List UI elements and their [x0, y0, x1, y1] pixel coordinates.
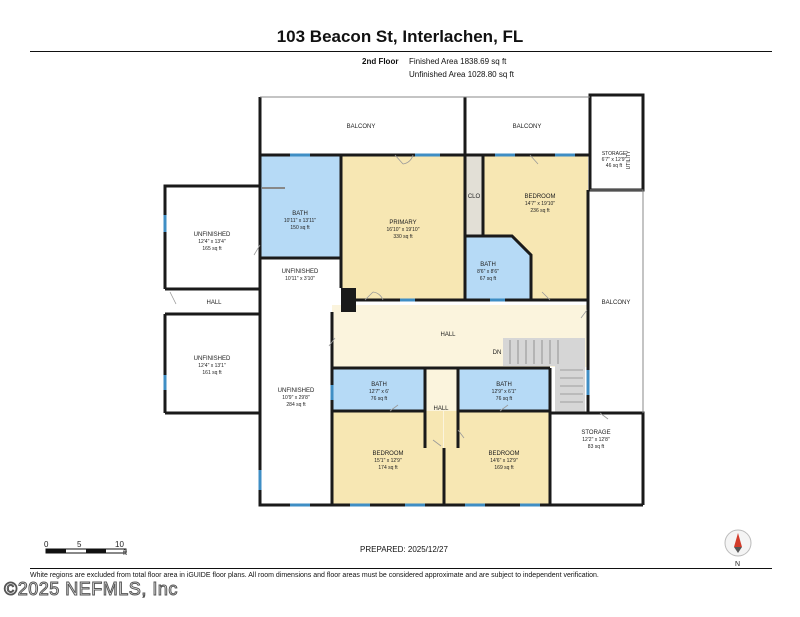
bath-mid-area: 67 sq ft [480, 276, 497, 282]
unfinished-left-bottom-area: 161 sq ft [202, 370, 222, 376]
bath-low-right-dims: 12'9" x 6'1" [492, 389, 517, 395]
balcony-rails [260, 96, 644, 413]
balcony-left-label: BALCONY [347, 124, 376, 130]
unfinished-center-area: 284 sq ft [286, 402, 306, 408]
bedroom-left-label: BEDROOM [372, 451, 403, 457]
primary-label: PRIMARY [389, 220, 416, 226]
footer-rule [30, 568, 772, 569]
header-rule [30, 51, 772, 52]
unfinished-center-label: UNFINISHED [278, 388, 315, 394]
compass-icon: N [724, 529, 752, 568]
bath-top-area: 150 sq ft [290, 225, 310, 231]
utility-label: UTILITY [626, 150, 632, 169]
balcony-mid-label: BALCONY [513, 124, 542, 130]
unfinished-center-dims: 10'9" x 29'8" [282, 395, 310, 401]
footnote: White regions are excluded from total fl… [30, 572, 599, 579]
clo-fill [465, 155, 483, 235]
scale-10: 10 [115, 540, 124, 549]
storage-top-label: STORAGE [602, 151, 627, 157]
prepared-date: PREPARED: 2025/12/27 [360, 545, 448, 554]
bath-top-label: BATH [292, 211, 308, 217]
storage-top-dims: 6'7" x 12'9" [602, 157, 627, 163]
bedroom-right-dims: 14'6" x 12'9" [490, 458, 518, 464]
clo-label: CLO [468, 194, 481, 200]
bedroom-right-area: 169 sq ft [494, 465, 514, 471]
bath-low-left-area: 76 sq ft [371, 396, 388, 402]
bath-low-right-area: 76 sq ft [496, 396, 513, 402]
primary-dims: 16'10" x 19'10" [387, 227, 420, 233]
bath-top-fill [260, 155, 341, 258]
doors [169, 154, 609, 447]
scale-unit: ft [123, 550, 127, 557]
unfinished-left-bottom-dims: 12'4" x 13'1" [198, 363, 226, 369]
hall-left-label: HALL [206, 300, 222, 306]
bath-mid-fill [466, 237, 530, 299]
bedroom-top-dims: 14'7" x 19'10" [525, 201, 555, 207]
balcony-right-label: BALCONY [602, 300, 631, 306]
storage-bottom-dims: 12'2" x 12'8" [582, 437, 610, 443]
storage-bottom-label: STORAGE [581, 430, 610, 436]
floor-label: 2nd Floor [362, 57, 399, 66]
page-title: 103 Beacon St, Interlachen, FL [276, 27, 524, 46]
bedroom-right-label: BEDROOM [488, 451, 519, 457]
scale-bar: 0 5 10 ft [44, 540, 127, 557]
watermark: ©2025 NEFMLS, Inc [4, 579, 178, 600]
bath-low-right-fill [458, 368, 550, 411]
bedroom-top-label: BEDROOM [524, 194, 555, 200]
dn-label: DN [493, 350, 502, 356]
storage-bottom-area: 83 sq ft [588, 444, 605, 450]
stair-treads [509, 340, 583, 403]
hall-small-label: HALL [433, 406, 449, 412]
hall-main-label: HALL [440, 332, 456, 338]
unfinished-small-label: UNFINISHED [282, 269, 319, 275]
primary-area: 330 sq ft [393, 234, 413, 240]
compass-north-label: N [735, 561, 740, 568]
storage-top-area: 46 sq ft [606, 163, 623, 169]
bedroom-left-area: 174 sq ft [378, 465, 398, 471]
bath-mid-dims: 8'6" x 8'6" [477, 269, 499, 275]
bedroom-right-fill [444, 411, 550, 505]
unfinished-left-top-area: 165 sq ft [202, 246, 222, 252]
unfinished-left-bottom-label: UNFINISHED [194, 356, 231, 362]
bath-low-left-dims: 12'7" x 6' [369, 389, 389, 395]
scale-0: 0 [44, 540, 49, 549]
primary-fill [341, 155, 465, 300]
bedroom-top-area: 236 sq ft [530, 208, 550, 214]
unfinished-left-top-dims: 12'4" x 13'4" [198, 239, 226, 245]
bath-low-left-fill [333, 368, 425, 411]
scale-5: 5 [77, 540, 82, 549]
bath-low-left-label: BATH [371, 382, 387, 388]
bath-mid-label: BATH [480, 262, 496, 268]
finished-area: Finished Area 1838.69 sq ft [409, 57, 507, 66]
bedroom-left-dims: 15'1" x 12'9" [374, 458, 402, 464]
bath-low-right-label: BATH [496, 382, 512, 388]
unfinished-small-dims: 10'11" x 3'10" [285, 276, 315, 282]
windows [163, 153, 590, 507]
unfinished-area: Unfinished Area 1028.80 sq ft [409, 70, 514, 79]
unfinished-left-top-label: UNFINISHED [194, 232, 231, 238]
bath-top-dims: 10'11" x 13'11" [284, 218, 316, 224]
